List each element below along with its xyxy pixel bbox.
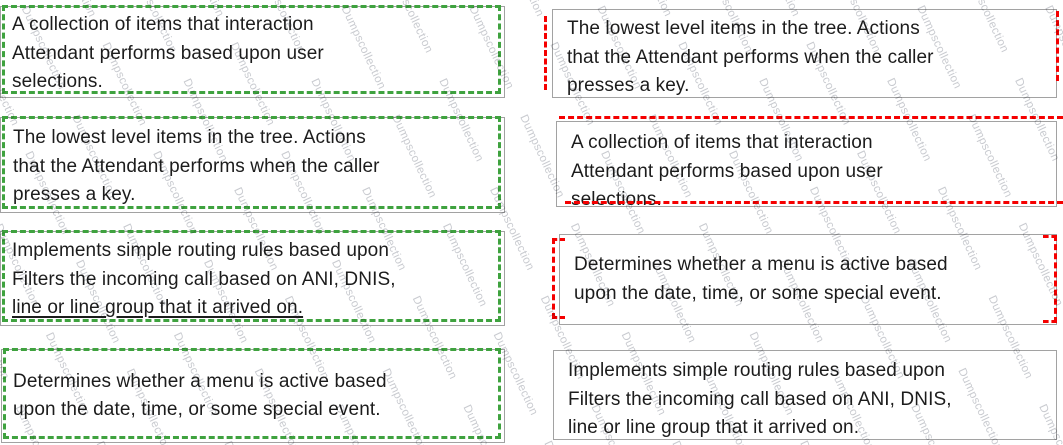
- box-text: Determines whether a menu is active base…: [2, 350, 504, 442]
- text-line: Determines whether a menu is active base…: [13, 370, 387, 392]
- text-line: Implements simple routing rules based up…: [12, 240, 390, 261]
- text-line: Filters the incoming call based on ANI, …: [12, 268, 396, 290]
- text-line: that the Attendant performs when the cal…: [567, 46, 934, 68]
- text-line: line or line group that it arrived on.: [12, 297, 304, 318]
- text-line: Filters the incoming call based on ANI, …: [568, 388, 952, 410]
- box-text: Implements simple routing rules based up…: [1, 232, 504, 323]
- right-answer-box-3[interactable]: Determines whether a menu is active base…: [559, 234, 1057, 325]
- text-line: Attendant performs based upon user: [12, 42, 324, 64]
- text-line: upon the date, time, or some special eve…: [574, 282, 942, 304]
- text-line: The lowest level items in the tree. Acti…: [13, 127, 366, 148]
- left-answer-box-4[interactable]: Determines whether a menu is active base…: [1, 348, 505, 443]
- text-line: presses a key.: [13, 184, 136, 205]
- text-line: Determines whether a menu is active base…: [574, 254, 948, 275]
- left-answer-box-2[interactable]: The lowest level items in the tree. Acti…: [0, 116, 505, 213]
- text-line: selections.: [571, 189, 662, 210]
- text-line: upon the date, time, or some special eve…: [13, 399, 381, 420]
- incorrect-highlight-segment: [544, 16, 547, 90]
- text-line: Implements simple routing rules based up…: [568, 360, 946, 381]
- right-answer-box-1[interactable]: The lowest level items in the tree. Acti…: [552, 9, 1057, 98]
- text-line: selections.: [12, 71, 103, 92]
- left-answer-box-3[interactable]: Implements simple routing rules based up…: [0, 230, 505, 326]
- box-text: The lowest level items in the tree. Acti…: [1, 118, 504, 210]
- text-line: A collection of items that interaction: [571, 132, 873, 153]
- box-text: The lowest level items in the tree. Acti…: [553, 10, 1056, 101]
- text-line: Attendant performs based upon user: [571, 160, 883, 182]
- text-line: line or line group that it arrived on.: [568, 417, 860, 438]
- text-line: that the Attendant performs when the cal…: [13, 155, 380, 177]
- incorrect-highlight-segment: [559, 116, 1063, 119]
- right-answer-box-4[interactable]: Implements simple routing rules based up…: [553, 350, 1057, 440]
- text-line: The lowest level items in the tree. Acti…: [567, 18, 920, 39]
- box-text: Implements simple routing rules based up…: [554, 351, 1056, 443]
- box-text: Determines whether a menu is active base…: [560, 235, 1056, 324]
- text-line: presses a key.: [567, 75, 690, 96]
- text-line: A collection of items that interaction: [12, 14, 314, 35]
